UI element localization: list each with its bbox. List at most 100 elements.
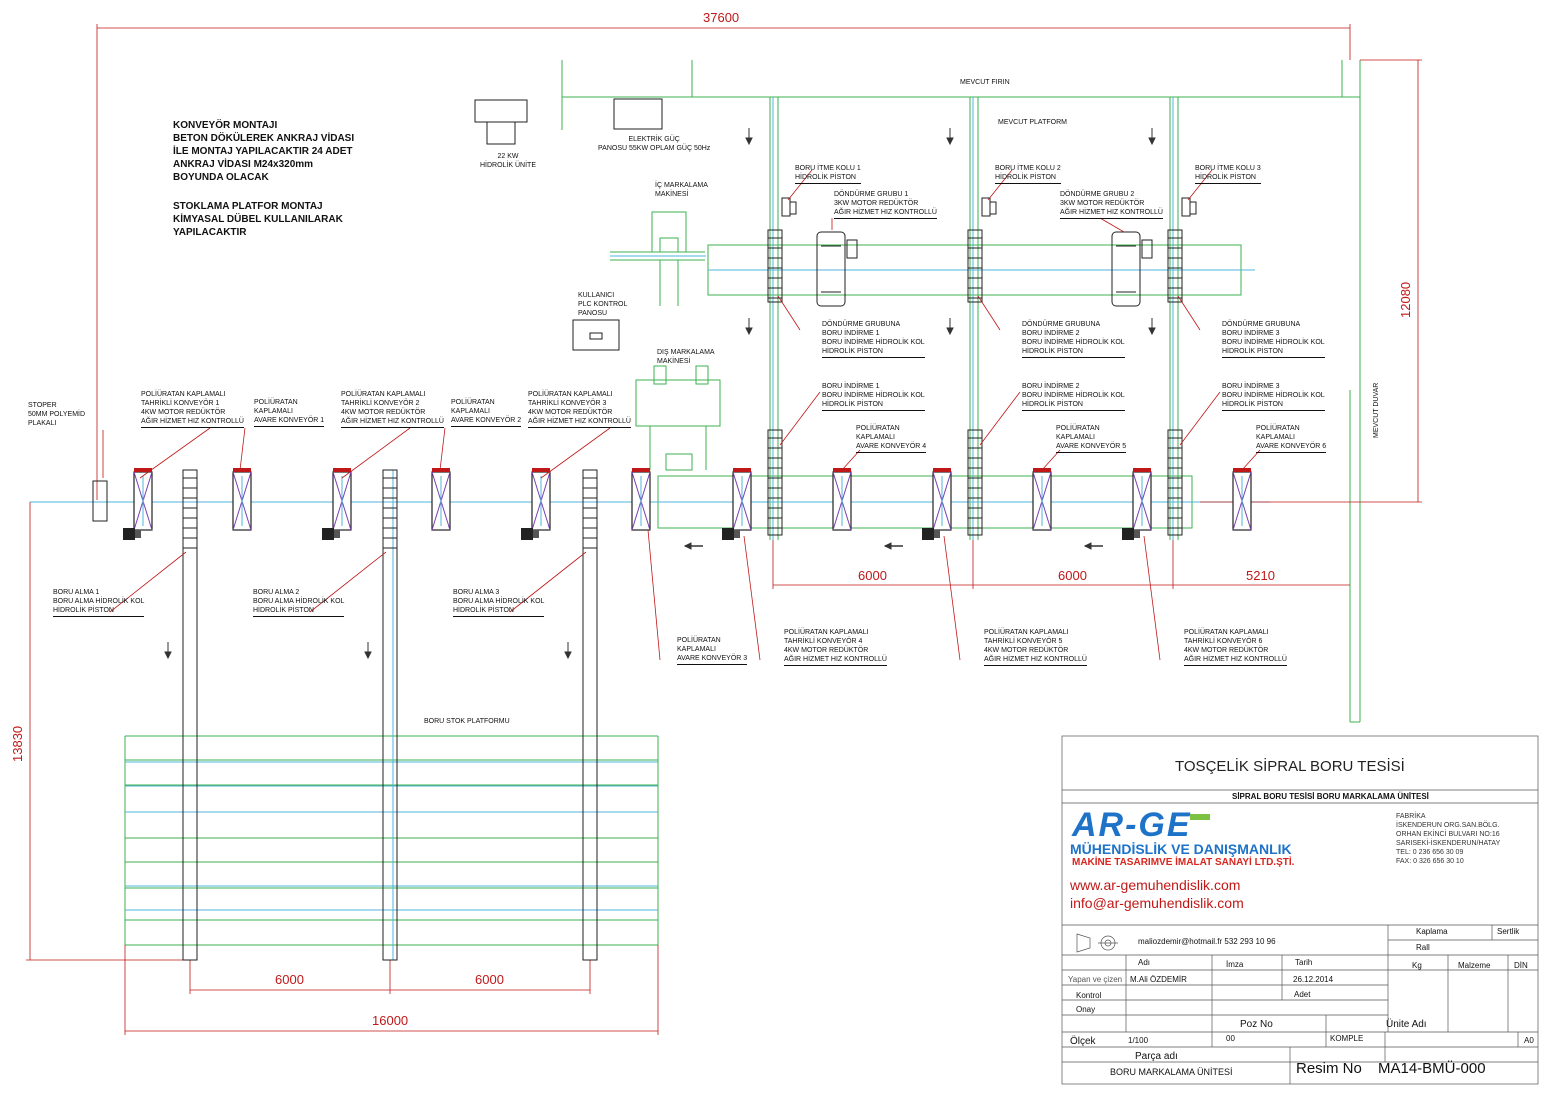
label-existing-wall: MEVCUT DUVAR [1373, 382, 1380, 438]
label-line: MAKİNESİ [657, 358, 691, 365]
conveyor-coating [233, 468, 251, 472]
push-piston-head [989, 201, 997, 215]
leader-line [540, 427, 611, 479]
part-name: BORU MARKALAMA ÜNİTESİ [1110, 1067, 1233, 1077]
rotation-motor [846, 239, 858, 259]
website-link[interactable]: www.ar-gemuhendislik.com [1070, 877, 1241, 893]
text-line: KAPLAMALI [677, 646, 716, 653]
text-line: AĞIR HİZMET HIZ KONTROLLÜ [984, 655, 1087, 666]
label-kontrol: Kontrol [1076, 991, 1102, 1000]
text-line: BORU İNDİRME HİDROLİK KOL [1022, 339, 1125, 346]
dimension-platform-height: 12080 [1398, 281, 1413, 318]
text-line: TAHRİKLİ KONVEYÖR 4 [784, 638, 863, 645]
header-adi: Adı [1138, 958, 1151, 967]
note-line: İLE MONTAJ YAPILACAKTIR 24 ADET [173, 146, 353, 157]
text-line: BORU ALMA HİDROLİK KOL [253, 598, 345, 605]
text-line: HİDROLİK PİSTON [822, 347, 925, 358]
header-imza: İmza [1226, 960, 1244, 969]
label-line: İÇ MARKALAMA [655, 182, 708, 189]
inner-marking-head [659, 237, 679, 253]
label-inner-marking: İÇ MARKALAMA MAKİNESİ [655, 181, 708, 199]
label-line: STOPER [28, 402, 57, 409]
leader-line [1099, 217, 1125, 233]
text-line: KAPLAMALI [856, 434, 895, 441]
leader-line [109, 551, 187, 613]
text-line: BORU ALMA 2 [253, 589, 300, 596]
conveyor-gearbox [1134, 530, 1140, 538]
lowering-arm-frame [1167, 229, 1183, 303]
hydraulic-unit-top [474, 99, 528, 123]
text-line: İSKENDERUN ORG.SAN.BÖLG. [1396, 822, 1500, 829]
label-power-panel: ELEKTRİK GÜÇ PANOSU 55KW OPLAM GÜÇ 50Hz [598, 135, 710, 153]
text-line: POLİÜRATAN KAPLAMALI [1184, 629, 1269, 636]
leader-line [309, 551, 387, 613]
label-line: ELEKTRİK GÜÇ [628, 136, 680, 143]
push-piston-head [789, 201, 797, 215]
note-line: BOYUNDA OLACAK [173, 172, 269, 183]
plc-panel [572, 319, 620, 351]
note-conveyor-mounting: KONVEYÖR MONTAJI BETON DÖKÜLEREK ANKRAJ … [173, 119, 354, 184]
text-line: BORU İTME KOLU 1 [795, 165, 861, 172]
label-resim-no: Resim No [1296, 1060, 1362, 1077]
arrow-down-icon [1148, 137, 1156, 146]
sheet-size: A0 [1524, 1036, 1534, 1045]
conveyor-unit [232, 468, 252, 531]
label-line: MAKİNESİ [655, 191, 689, 198]
text-line: KAPLAMALI [451, 408, 490, 415]
header-rall: Rall [1416, 943, 1430, 952]
arrow-down-icon [564, 651, 572, 660]
text-line: HİDROLİK PİSTON [1222, 347, 1325, 358]
drawing-number: MA14-BMÜ-000 [1378, 1060, 1486, 1077]
email-link[interactable]: info@ar-gemuhendislik.com [1070, 895, 1244, 911]
conveyor-coating [134, 468, 152, 472]
conveyor-unit [123, 468, 153, 540]
label-onay: Onay [1076, 1005, 1096, 1014]
arrow-down-icon [946, 327, 954, 336]
text-line: KAPLAMALI [254, 408, 293, 415]
text-line: HİDROLİK PİSTON [453, 606, 545, 617]
leader-line [1241, 449, 1261, 471]
projection-cone-icon [1076, 933, 1091, 953]
dimension-total-width: 37600 [703, 10, 740, 25]
text-line: BORU İNDİRME HİDROLİK KOL [822, 392, 925, 399]
label-line: HİDROLİK ÜNİTE [480, 162, 537, 169]
designer-name: M.Ali ÖZDEMİR [1130, 975, 1187, 984]
arrow-down-icon [745, 327, 753, 336]
text-line: TAHRİKLİ KONVEYÖR 5 [984, 638, 1063, 645]
outer-marking-top [695, 365, 709, 385]
dimension-lines [26, 24, 1422, 1035]
text-line: BORU İNDİRME HİDROLİK KOL [1222, 339, 1325, 346]
text-line: AVARE KONVEYÖR 1 [254, 416, 325, 427]
conveyor-unit [521, 468, 551, 540]
text-line: AĞIR HİZMET HIZ KONTROLLÜ [1184, 655, 1287, 666]
dimension-total-height: 13830 [10, 725, 25, 762]
text-line: HİDROLİK PİSTON [253, 606, 345, 617]
brand-tagline: MAKİNE TASARIMVE İMALAT SANAYİ LTD.ŞTİ. [1072, 857, 1295, 868]
conveyor-unit [832, 468, 852, 531]
text-line: TAHRİKLİ KONVEYÖR 3 [528, 400, 607, 407]
text-line: BORU İNDİRME HİDROLİK KOL [822, 339, 925, 346]
leader-line [777, 295, 801, 331]
brand-swoosh-icon [1190, 814, 1210, 820]
text-line: HİDROLİK PİSTON [1022, 347, 1125, 358]
lowering-arm-frame [767, 429, 783, 536]
text-line: POLİÜRATAN KAPLAMALI [341, 391, 426, 398]
lowering-arm-frame [1167, 429, 1183, 536]
text-line: 3KW MOTOR REDÜKTÖR [834, 200, 919, 207]
inner-marking-body [651, 211, 687, 253]
outer-marking-base [665, 453, 693, 471]
push-piston [781, 197, 791, 217]
note-stock-platform: STOKLAMA PLATFOR MONTAJ KİMYASAL DÜBEL K… [173, 200, 343, 239]
text-line: AĞIR HİZMET HIZ KONTROLLÜ [834, 208, 937, 219]
note-line: ANKRAJ VİDASI M24x320mm [173, 159, 314, 170]
text-line: BORU İTME KOLU 3 [1195, 165, 1261, 172]
text-line: 4KW MOTOR REDÜKTÖR [984, 647, 1069, 654]
